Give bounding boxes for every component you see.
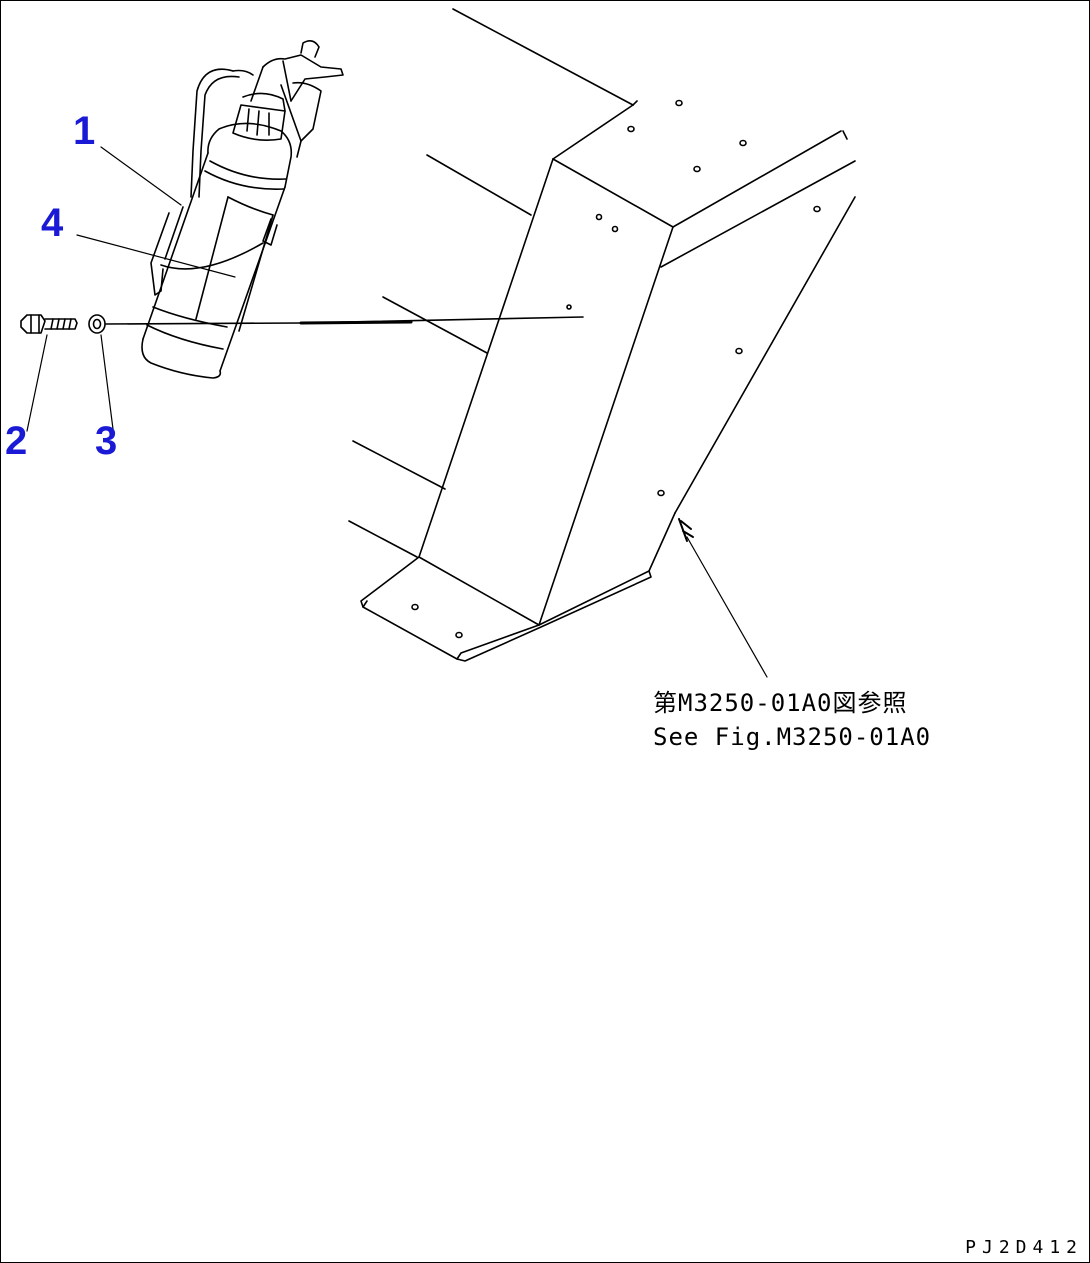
bolt: [20, 314, 78, 334]
assembly-axis-line-bold: [299, 320, 413, 325]
leader-line-3: [100, 334, 114, 430]
leader-line-4: [76, 234, 236, 278]
reference-arrowhead: [678, 518, 694, 542]
fire-extinguisher: [141, 39, 344, 379]
callout-2: 2: [5, 419, 28, 463]
leader-line-reference: [686, 536, 768, 678]
callout-4: 4: [41, 201, 64, 245]
leader-line-1: [100, 146, 182, 206]
drawing-code: PJ2D412: [965, 1237, 1083, 1258]
reference-note-en: See Fig.M3250-01A0: [653, 723, 932, 751]
leader-lines: [26, 146, 768, 678]
mounting-box: [348, 8, 856, 662]
washer: [88, 314, 106, 334]
leader-line-2: [26, 334, 48, 432]
callout-3: 3: [95, 419, 118, 463]
reference-note-jp: 第M3250-01A0図参照: [653, 689, 908, 717]
callout-1: 1: [73, 109, 96, 153]
